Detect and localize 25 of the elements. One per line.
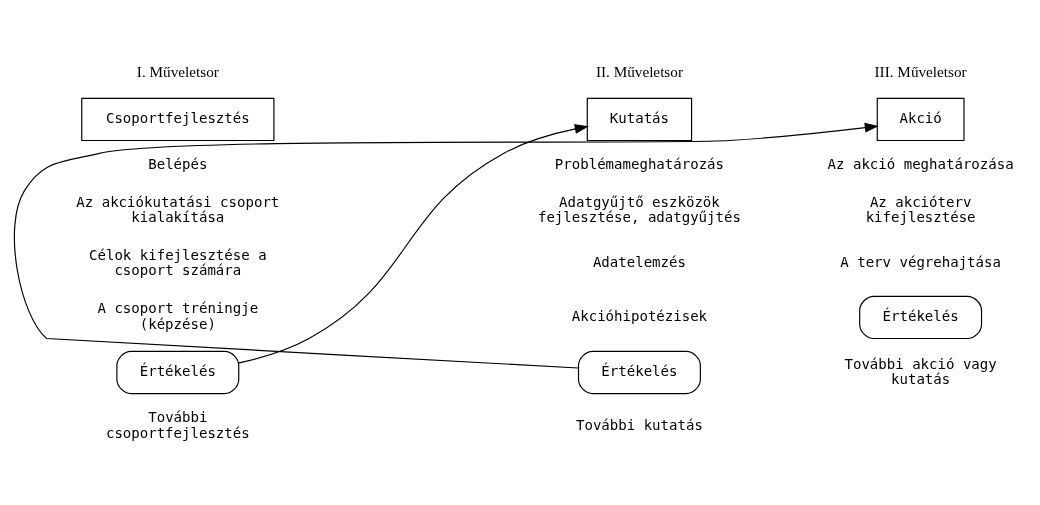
label: Adatelemzés	[592, 253, 686, 270]
label: III. Műveletsor	[874, 62, 967, 80]
label: További kutatás	[575, 416, 703, 433]
label: Célok kifejlesztése a csoport számára	[88, 246, 267, 278]
node-box: Értékelés	[858, 295, 982, 339]
label: A terv végrehajtása	[839, 253, 1001, 270]
label: Problémameghatározás	[554, 155, 724, 172]
label: Az akció meghatározása	[827, 155, 1014, 172]
label: I. Műveletsor	[136, 62, 219, 80]
label: További akció vagy kutatás	[844, 355, 997, 387]
label: Adatgyűjtő eszközök fejlesztése, adatgyűjtés	[537, 193, 741, 225]
node-box: Értékelés	[577, 350, 701, 394]
label: Az akciókutatási csoport kialakítása	[75, 193, 279, 225]
arrow	[237, 123, 589, 363]
node-box: Értékelés	[115, 350, 239, 394]
node-box: Csoportfejlesztés	[80, 97, 274, 141]
label: Az akcióterv kifejlesztése	[865, 193, 976, 225]
label: További csoportfejlesztés	[105, 408, 250, 441]
label: A csoport tréningje (képzése)	[96, 299, 258, 332]
arrow	[13, 122, 879, 369]
node-box: Kutatás	[586, 97, 692, 141]
label: Akcióhipotézisek	[571, 307, 707, 324]
label: II. Műveletsor	[595, 62, 683, 80]
node-box: Akció	[876, 97, 965, 141]
label: Belépés	[147, 155, 207, 172]
